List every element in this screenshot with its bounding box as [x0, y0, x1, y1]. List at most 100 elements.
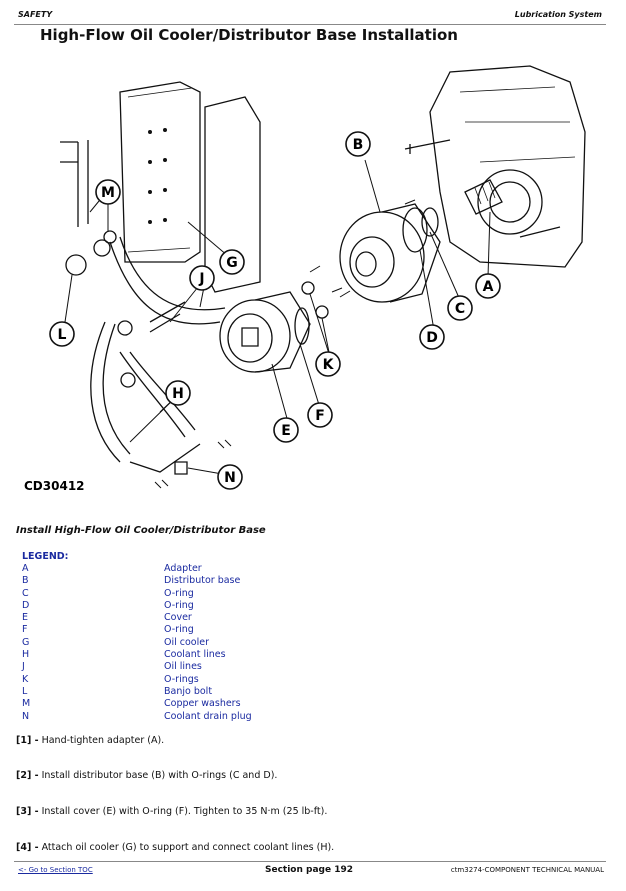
callout-m-circle: [95, 179, 121, 205]
callout-b-circle: [345, 131, 371, 157]
callout-g: G: [226, 255, 238, 271]
step-text: Install distributor base (B) with O-ring…: [41, 770, 278, 781]
legend-row: J Oil lines: [22, 661, 252, 673]
callout-f: F: [315, 408, 325, 424]
legend-label: O-ring: [164, 599, 194, 611]
callout-e-circle: [273, 417, 299, 443]
callout-f-circle: [307, 402, 333, 428]
legend-title: LEGEND:: [22, 551, 69, 562]
callout-j-circle: [189, 265, 215, 291]
legend-label: Oil lines: [164, 661, 202, 673]
legend-row: E Cover: [22, 612, 252, 624]
callout-n-circle: [217, 464, 243, 490]
legend-key: N: [22, 710, 30, 722]
legend-row: F O-ring: [22, 624, 252, 636]
step-2: [2] - Install distributor base (B) with …: [16, 770, 277, 781]
legend-row: L Banjo bolt: [22, 686, 252, 698]
legend-key: J: [22, 661, 25, 673]
callout-n: N: [224, 470, 236, 486]
legend-row: D O-ring: [22, 600, 252, 612]
callout-d-circle: [419, 324, 445, 350]
legend-row: H Coolant lines: [22, 649, 252, 661]
legend-label: Coolant drain plug: [164, 710, 252, 722]
step-number: [1] -: [16, 735, 39, 746]
legend-key: D: [22, 599, 30, 611]
figure-caption: Install High-Flow Oil Cooler/Distributor…: [16, 525, 266, 536]
legend-key: M: [22, 698, 31, 710]
callout-l: L: [58, 327, 67, 343]
legend-key: E: [22, 612, 29, 624]
figure-id: CD30412: [24, 479, 85, 493]
callout-a: A: [483, 279, 494, 295]
legend-row: K O-rings: [22, 674, 252, 686]
legend-row: G Oil cooler: [22, 637, 252, 649]
legend-label: Cover: [164, 612, 192, 624]
legend-label: Distributor base: [164, 575, 241, 587]
callout-e: E: [281, 423, 291, 439]
legend-row: A Adapter: [22, 563, 252, 575]
callout-c: C: [455, 301, 465, 317]
o-rings-k-2: [315, 305, 329, 319]
legend-row: M Copper washers: [22, 698, 252, 710]
distributor-base-part: [339, 211, 425, 303]
oil-cooler-part: [119, 81, 201, 263]
step-1: [1] - Hand-tighten adapter (A).: [16, 735, 164, 746]
legend-key: C: [22, 587, 29, 599]
legend-label: Adapter: [164, 563, 202, 574]
step-number: [4] -: [16, 842, 39, 853]
header-section-label: SAFETY: [18, 10, 53, 19]
section-toc-link[interactable]: <- Go to Section TOC: [18, 866, 93, 874]
section-page-number: Section page 192: [265, 865, 354, 875]
legend-key: H: [22, 649, 30, 661]
legend-row: N Coolant drain plug: [22, 711, 252, 723]
legend-label: Oil cooler: [164, 636, 210, 648]
o-ring-c: [421, 207, 439, 237]
o-ring-f: [294, 307, 310, 345]
legend-label: Copper washers: [164, 698, 241, 710]
o-ring-d: [402, 207, 428, 253]
step-text: Attach oil cooler (G) to support and con…: [41, 842, 335, 853]
coolant-drain-plug-part: [174, 461, 188, 475]
legend-label: Coolant lines: [164, 649, 226, 661]
engine-block-outline: [429, 65, 586, 268]
step-3: [3] - Install cover (E) with O-ring (F).…: [16, 806, 327, 817]
page-title: High-Flow Oil Cooler/Distributor Base In…: [40, 26, 458, 44]
legend-key: A: [22, 563, 29, 574]
legend-key: K: [22, 673, 29, 685]
legend-label: O-rings: [164, 673, 199, 685]
legend-key: L: [22, 685, 28, 697]
callout-j: J: [198, 271, 204, 287]
coolant-lines-part: [90, 321, 131, 463]
manual-title: ctm3274-COMPONENT TECHNICAL MANUAL: [450, 866, 604, 874]
step-number: [3] -: [16, 806, 39, 817]
legend-key: B: [22, 575, 29, 587]
o-rings-k-1: [301, 281, 315, 295]
header-chapter-label: Lubrication System: [514, 10, 602, 19]
callout-a-circle: [475, 273, 501, 299]
footer-divider: [14, 861, 606, 862]
legend-key: G: [22, 636, 30, 648]
callout-d: D: [426, 330, 438, 346]
legend-label: Banjo bolt: [164, 685, 213, 697]
adapter-part: [464, 179, 503, 215]
legend-row: C O-ring: [22, 588, 252, 600]
oil-lines-part: [109, 236, 226, 325]
callout-k-circle: [315, 351, 341, 377]
callout-h: H: [172, 386, 184, 402]
legend-key: F: [22, 624, 28, 636]
callout-b: B: [353, 137, 364, 153]
exploded-diagram: B A C D E F G J H K L M N CD30412: [24, 65, 586, 493]
step-text: Hand-tighten adapter (A).: [41, 735, 165, 746]
legend-label: O-ring: [164, 624, 194, 636]
callout-k: K: [323, 357, 335, 373]
legend-label: O-ring: [164, 587, 194, 599]
step-text: Install cover (E) with O-ring (F). Tight…: [41, 806, 328, 817]
callout-h-circle: [165, 380, 191, 406]
step-4: [4] - Attach oil cooler (G) to support a…: [16, 842, 334, 853]
step-number: [2] -: [16, 770, 39, 781]
header-divider: [14, 24, 606, 25]
callout-g-circle: [219, 249, 245, 275]
legend-row: B Distributor base: [22, 575, 252, 587]
